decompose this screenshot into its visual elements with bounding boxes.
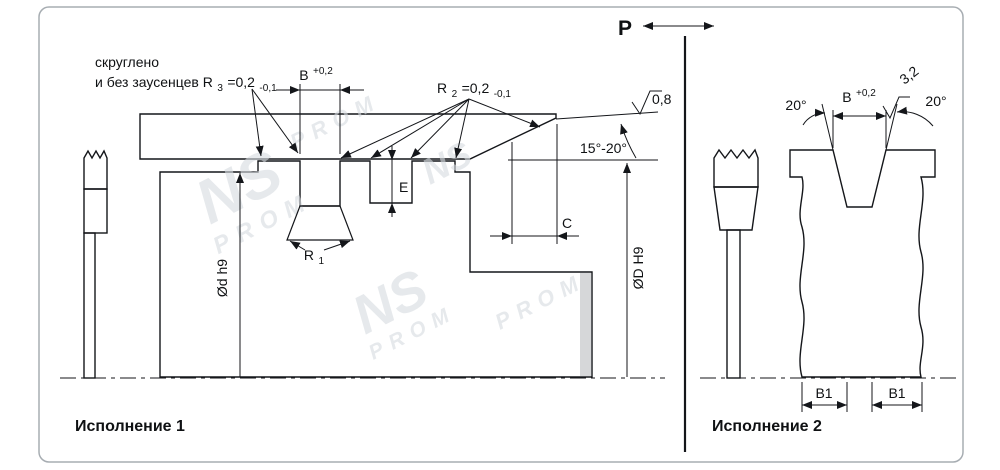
note-group: скруглено и без заусенцев R 3 =0,2 -0,1 [95,54,299,157]
dim-b2-label: B +0,2 [842,88,876,106]
note-line2: и без заусенцев R 3 =0,2 -0,1 [95,74,277,95]
d-big-label: ØD H9 [630,246,646,289]
dim-e-group: E [388,146,408,217]
roughness-1-label: 0,8 [652,91,672,107]
r2-label: R 2 =0,2 -0,1 [437,80,511,101]
watermark-prom: PROM [491,268,590,335]
dim-d-small-group: Ød h9 [214,173,244,377]
seal-section-2 [713,148,759,379]
note-line1: скруглено [95,54,159,70]
roughness-check-icon [882,96,910,120]
watermark-ns: NS [415,133,478,192]
seal-stem-2 [726,229,741,379]
note-leader [251,88,264,157]
d-small-label: Ød h9 [214,259,230,297]
dim-b1v-group: B +0,2 [276,66,364,154]
frame-border [38,6,964,463]
dim-b1-left-group: B1 [801,382,848,412]
roughness-check-icon [631,90,662,116]
dim-angle-group: 15°-20° [580,123,637,159]
dim-b-base: B [299,67,308,83]
pressure-group: P [618,17,714,40]
note-leader [251,88,299,154]
angle-label: 15°-20° [580,140,627,156]
pressure-label: P [618,17,632,40]
r2-base: R [437,80,447,96]
seal-section-1 [83,149,108,379]
b1-left-label: B1 [815,385,832,401]
dim-d-big-group: ØD H9 [623,163,646,377]
shaft-end-shading [580,273,592,376]
slant-extension-left [821,103,834,151]
angle-arc [802,108,826,126]
r1-base: R [304,247,314,263]
c-label: C [562,215,572,231]
dim-b2-group: B +0,2 [832,88,887,148]
b1-right-label: B1 [888,385,905,401]
note-r3-val: =0,2 [227,74,255,90]
r1-sub: 1 [319,256,325,267]
cylinder-plate [139,113,557,160]
r2-tol: -0,1 [494,89,512,100]
seal-body-2 [713,186,759,231]
angle-arc [620,123,637,159]
dim-b1-right-group: B1 [871,382,923,412]
groove-radius-detail [286,205,354,241]
roughness-2-group: 3,2 [882,63,922,120]
note-r3-sub: 3 [217,83,223,94]
dim-angle20-right-group: 20° [896,93,947,127]
r2-sub: 2 [452,89,458,100]
roughness-1-group: 0,8 [631,90,672,116]
dim-b2-base: B [842,89,851,105]
seal-body-1 [83,188,108,234]
angle20-left-label: 20° [785,97,806,113]
dim-c-group: C [490,124,579,244]
seal-stem-1 [83,232,96,379]
r1-leader [289,240,306,251]
seal-cap-crosshatch-1 [83,149,108,190]
r2-leader [410,98,470,159]
watermarks: NS PROM NS PROM PROM PROM NS [185,88,590,365]
r2-leader [468,98,541,128]
e-label: E [399,179,408,195]
dim-r2-group: R 2 =0,2 -0,1 [340,80,541,159]
r2-leader [454,98,470,159]
gland-body [789,149,936,378]
seal-cap-crosshatch-2 [713,148,759,188]
r2-leader [370,98,470,159]
piston-body [159,160,593,378]
r1-leader [323,240,351,251]
chamfer-extension-line [555,111,659,120]
r1-label: R 1 [304,247,325,267]
version1-drawing: NS PROM NS PROM PROM PROM NS [60,54,672,435]
r2-val: =0,2 [462,80,490,96]
dim-b2-sup: +0,2 [856,88,876,99]
version2-drawing: B +0,2 20° 20° 3,2 B1 [700,63,958,435]
note-r3-tol: -0,1 [259,83,277,94]
dim-b-label: B +0,2 [299,66,333,84]
caption-version2: Исполнение 2 [712,418,822,435]
note-line2-text: и без заусенцев R [95,74,213,90]
caption-version1: Исполнение 1 [75,418,185,435]
angle20-right-label: 20° [925,93,946,109]
r2-leader [340,98,470,159]
slant-extension-right [885,103,898,151]
angle-arc [896,106,934,127]
dim-r1-group: R 1 [289,240,351,267]
dim-b-sup: +0,2 [313,66,333,77]
dim-angle20-left-group: 20° [785,97,826,126]
roughness-2-label: 3,2 [896,63,921,88]
